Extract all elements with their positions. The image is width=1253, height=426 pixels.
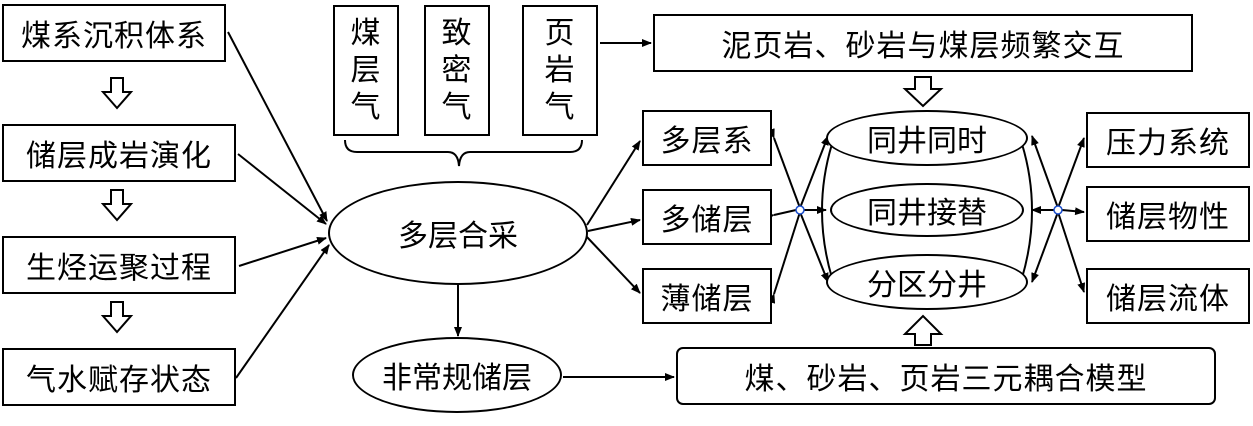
hub-left-line-bottom xyxy=(767,211,801,304)
box-pressure-system: 压力系统 xyxy=(1086,112,1250,168)
box-ternary-coupling-model: 煤、砂岩、页岩三元耦合模型 xyxy=(676,347,1216,405)
box-tight-gas: 致 密 气 xyxy=(424,5,490,136)
arrow-multilayer-to-multi-series xyxy=(586,140,641,226)
box-shale-gas: 页 岩 气 xyxy=(522,5,598,136)
box-multi-reservoir: 多储层 xyxy=(642,189,772,245)
box-coalbed-gas: 煤 层 气 xyxy=(333,5,399,136)
coalbed-gas-char-2: 层 xyxy=(350,53,382,88)
ellipse-unconventional-reservoir: 非常规储层 xyxy=(352,337,562,413)
ellipse-multi-layer-production: 多层合采 xyxy=(328,181,588,285)
arrow-sedimentary-to-multilayer xyxy=(227,31,328,222)
shale-gas-char-1: 页 xyxy=(544,16,576,51)
box-interbedding: 泥页岩、砂岩与煤层频繁交互 xyxy=(653,14,1193,72)
gas-types-brace xyxy=(344,139,583,167)
hub-right-node xyxy=(1053,205,1063,215)
hub-right-to-fluid xyxy=(1057,211,1086,293)
ellipse-same-well-alternate: 同井接替 xyxy=(830,183,1024,237)
method-stack-left-arc xyxy=(821,143,833,279)
shale-gas-char-3: 气 xyxy=(544,90,576,125)
box-reservoir-properties: 储层物性 xyxy=(1086,186,1250,242)
coalbed-gas-char-3: 气 xyxy=(350,90,382,125)
hub-left-line-middle xyxy=(764,209,797,221)
ellipse-same-well-simultaneous: 同井同时 xyxy=(826,110,1028,166)
hub-right-to-method-top xyxy=(1031,135,1059,209)
arrow-multilayer-to-multi-reservoir xyxy=(587,217,641,232)
box-sedimentary-system: 煤系沉积体系 xyxy=(2,4,226,62)
hollow-down-arrow-2 xyxy=(100,189,134,222)
box-hydrocarbon-migration: 生烃运聚过程 xyxy=(2,236,236,294)
method-stack-right-arc xyxy=(1021,143,1033,279)
ellipse-zoned-wells: 分区分井 xyxy=(826,254,1028,310)
hub-left-to-method-top xyxy=(799,135,829,209)
hollow-down-arrow-1 xyxy=(100,77,134,110)
coalbed-gas-char-1: 煤 xyxy=(350,16,382,51)
shale-gas-char-2: 岩 xyxy=(544,53,576,88)
hub-left-node xyxy=(795,205,805,215)
arrow-multilayer-to-thin-reservoir xyxy=(585,235,641,294)
box-thin-reservoir: 薄储层 xyxy=(642,268,772,324)
hollow-down-arrow-3 xyxy=(100,301,134,334)
tight-gas-char-1: 致 xyxy=(441,16,473,51)
hollow-up-arrow-coupling xyxy=(902,314,944,346)
box-reservoir-fluid: 储层流体 xyxy=(1086,268,1250,324)
hollow-down-arrow-interbedding xyxy=(902,76,944,108)
box-multi-series: 多层系 xyxy=(642,110,772,166)
arrow-hydrocarbon-to-multilayer xyxy=(238,236,327,267)
hub-right-to-properties xyxy=(1061,207,1085,216)
box-gas-water-state: 气水赋存状态 xyxy=(2,348,236,406)
hub-right-to-method-bottom xyxy=(1031,211,1059,283)
box-reservoir-diagenesis: 储层成岩演化 xyxy=(2,124,236,182)
hub-left-to-method-bottom xyxy=(799,211,829,283)
tight-gas-char-2: 密 xyxy=(441,53,473,88)
tight-gas-char-3: 气 xyxy=(441,90,473,125)
hub-right-to-pressure xyxy=(1057,137,1085,209)
arrow-gaswater-to-multilayer xyxy=(235,244,330,379)
arrow-diagenesis-to-multilayer xyxy=(237,153,327,225)
hub-left-line-top xyxy=(767,128,801,209)
